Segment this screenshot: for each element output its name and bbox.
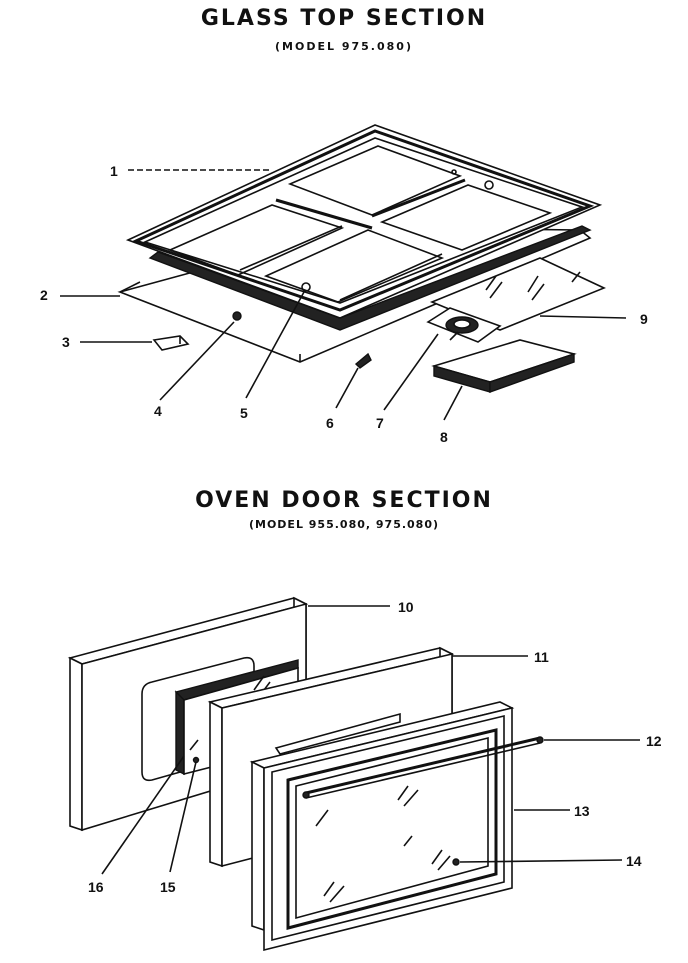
- callout-9: 9: [640, 311, 648, 327]
- callout-2: 2: [40, 287, 48, 303]
- glass-top-frame: [125, 124, 603, 319]
- callout-7: 7: [376, 415, 384, 431]
- part-4-screw: [232, 311, 242, 321]
- frame-underside: [148, 225, 592, 331]
- oven-door-section-model: (MODEL 955.080, 975.080): [248, 518, 440, 531]
- part-15-clip: [192, 756, 200, 764]
- callout-12: 12: [646, 733, 662, 749]
- part-6-clip: [354, 352, 372, 369]
- callout-5: 5: [240, 405, 248, 421]
- callout-3: 3: [62, 334, 70, 350]
- callout-6: 6: [326, 415, 334, 431]
- callout-11: 11: [534, 649, 549, 665]
- part-8-box: [431, 339, 577, 393]
- oven-door-leaders: [101, 605, 640, 875]
- callout-10: 10: [398, 599, 414, 615]
- callout-1: 1: [110, 163, 118, 179]
- oven-door-section-title: OVEN DOOR SECTION: [195, 488, 493, 513]
- callout-15: 15: [160, 879, 176, 895]
- part-13-glass-frame: [249, 701, 515, 952]
- callout-14: 14: [626, 853, 642, 869]
- glass-top-section-title: GLASS TOP SECTION: [200, 6, 488, 31]
- callout-4: 4: [154, 403, 162, 419]
- part-7-element: [426, 307, 502, 343]
- callout-13: 13: [574, 803, 590, 819]
- part-12-rod: [302, 736, 544, 799]
- callout-8: 8: [440, 429, 448, 445]
- part-3-block: [152, 335, 190, 351]
- callout-16: 16: [88, 879, 104, 895]
- glass-top-section-model: (MODEL 975.080): [275, 40, 413, 53]
- glass-top-leaders: [60, 169, 627, 421]
